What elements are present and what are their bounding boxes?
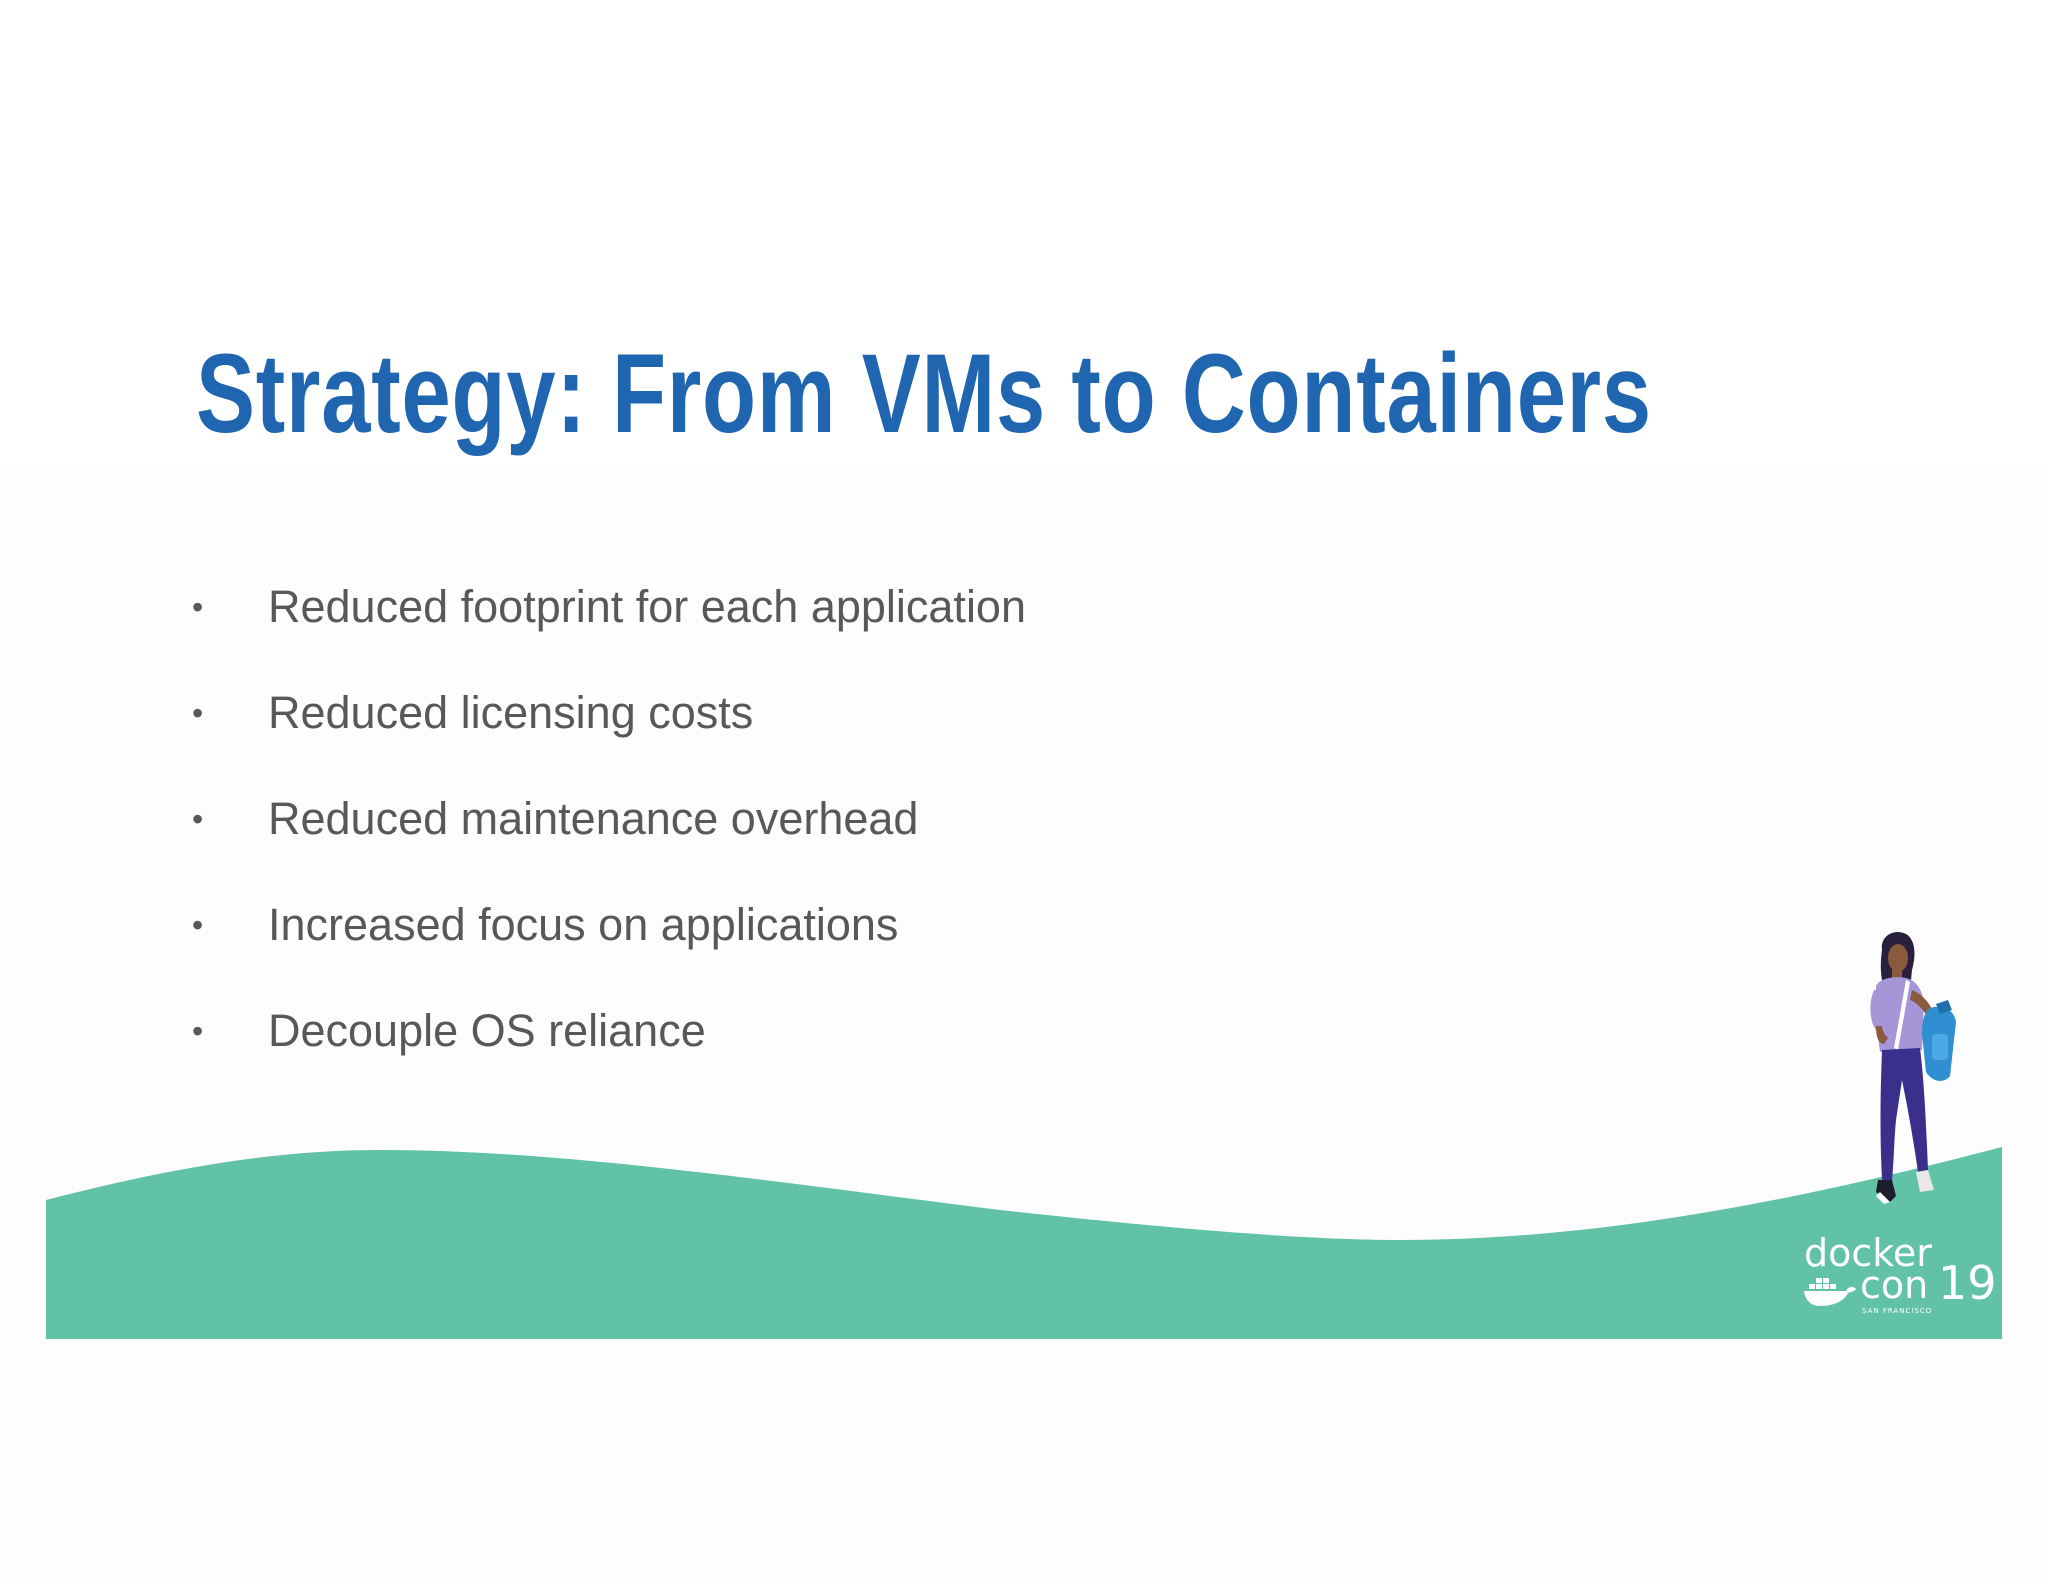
slide-title: Strategy: From VMs to Containers	[196, 331, 1652, 456]
bullet-text: Increased focus on applications	[268, 899, 899, 950]
dockercon-logo: docker con 19 SAN FRANCISCO	[1800, 1234, 1997, 1320]
bullet-text: Decouple OS reliance	[268, 1005, 706, 1056]
bullet-marker: •	[192, 695, 204, 731]
bullet-marker: •	[192, 589, 204, 625]
logo-text-location: SAN FRANCISCO	[1862, 1307, 1933, 1315]
bullet-text: Reduced licensing costs	[268, 687, 754, 738]
bullet-text: Reduced footprint for each application	[268, 581, 1026, 632]
woman-with-backpack-illustration	[1870, 931, 1956, 1204]
bullet-marker: •	[192, 801, 204, 837]
docker-whale-icon	[1804, 1278, 1856, 1306]
bullet-text: Reduced maintenance overhead	[268, 793, 919, 844]
logo-text-docker: docker	[1804, 1231, 1932, 1275]
slide-top-background	[0, 0, 2048, 470]
bullet-marker: •	[192, 1013, 204, 1049]
bullet-marker: •	[192, 907, 204, 943]
logo-text-year: 19	[1938, 1256, 1997, 1310]
logo-text-con: con	[1860, 1263, 1929, 1307]
